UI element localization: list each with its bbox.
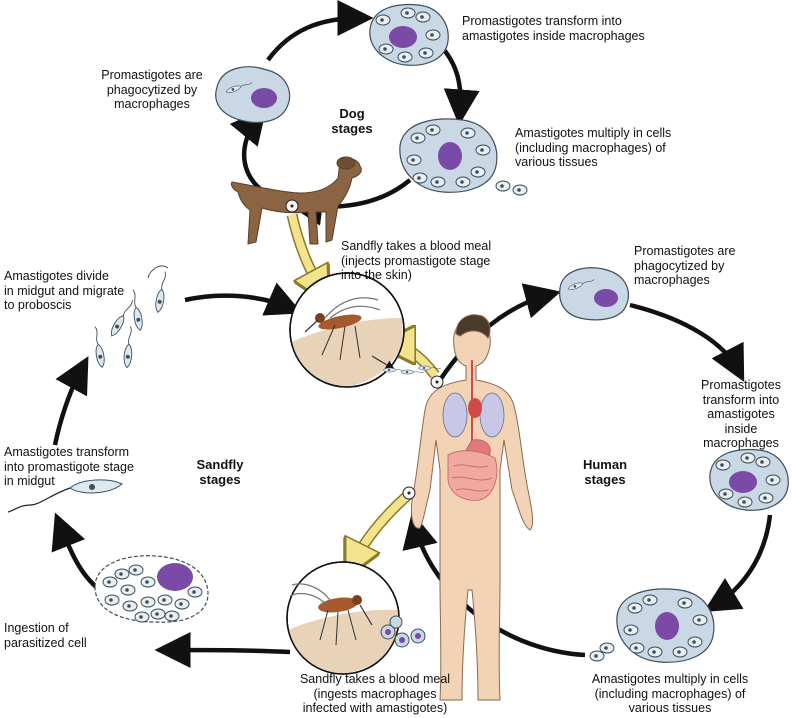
label-blood-meal-inject: Sandfly takes a blood meal (injects prom… bbox=[341, 239, 492, 282]
human-organs bbox=[442, 360, 505, 501]
label-human-multiply: Amastigotes multiply in cells (including… bbox=[591, 672, 749, 715]
arrow-blood-meal-to-ingestion bbox=[154, 632, 291, 669]
sandfly-ingesting-circle bbox=[286, 561, 400, 675]
label-dog-transform: Promastigotes transform into amastigotes… bbox=[462, 14, 645, 43]
midgut-promastigote bbox=[7, 479, 123, 513]
arrow-dog-transform-to-multiply bbox=[438, 43, 480, 126]
human-phagocytized-macrophage bbox=[559, 267, 629, 321]
stage-label-sandfly: Sandfly stages bbox=[196, 457, 244, 487]
dog-phagocytized-macrophage bbox=[215, 66, 291, 123]
label-dog-phagocytized: Promastigotes are phagocytized by macrop… bbox=[101, 68, 203, 111]
human-bite-site-arm bbox=[402, 486, 416, 500]
label-dog-multiply: Amastigotes multiply in cells (including… bbox=[515, 126, 672, 169]
arrow-human-phagocytized-to-transform bbox=[629, 302, 745, 382]
stage-label-human: Human stages bbox=[582, 457, 628, 487]
label-ingestion: Ingestion of parasitized cell bbox=[4, 621, 87, 650]
arrow-proboscis-to-blood-meal bbox=[184, 282, 303, 316]
arrow-dog-phagocytized-to-transform bbox=[266, 0, 374, 62]
arrow-midgut-transform-to-divide bbox=[52, 356, 89, 446]
infected-macrophages-cluster bbox=[380, 615, 426, 648]
ingested-parasitized-cell bbox=[94, 555, 209, 623]
label-human-phagocytized: Promastigotes are phagocytized by macrop… bbox=[634, 244, 736, 287]
label-blood-meal-ingest: Sandfly takes a blood meal (ingests macr… bbox=[299, 672, 451, 715]
arrow-human-transform-to-multiply bbox=[703, 514, 773, 612]
dog-multiply-cell bbox=[399, 118, 528, 196]
dog-bite-site bbox=[285, 199, 299, 213]
label-midgut-transform: Amastigotes transform into promastigote … bbox=[4, 445, 134, 488]
human-multiply-cell bbox=[589, 588, 715, 663]
label-midgut-divide: Amastigotes divide in midgut and migrate… bbox=[4, 269, 125, 312]
sandfly-injecting-circle bbox=[289, 272, 405, 388]
proboscis-promastigotes bbox=[90, 265, 170, 369]
stage-label-dog: Dog stages bbox=[331, 106, 373, 136]
label-human-transform: Promastigotes transform into amastigotes… bbox=[701, 378, 781, 450]
arrow-human-to-phagocytized bbox=[438, 283, 562, 382]
human-transform-macrophage bbox=[709, 448, 789, 511]
human-bite-site-shoulder bbox=[430, 375, 444, 389]
arrow-ingestion-to-midgut bbox=[51, 512, 102, 592]
dog-transform-macrophage bbox=[369, 3, 449, 66]
